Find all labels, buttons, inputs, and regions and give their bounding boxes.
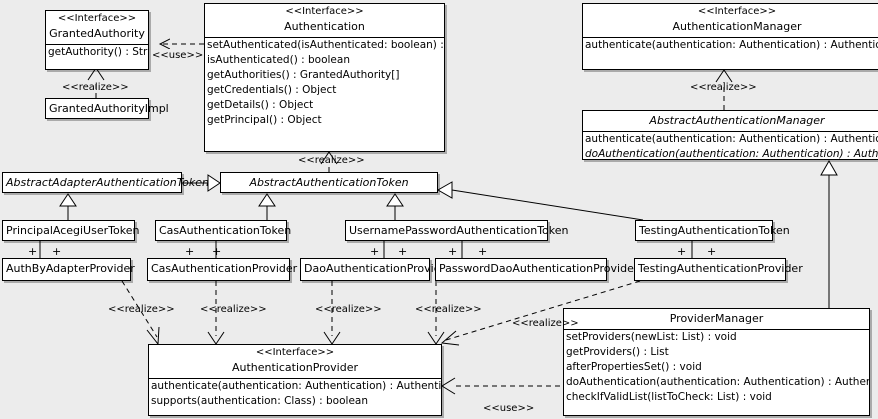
- association-plus-marker: +: [52, 245, 62, 258]
- edge-principalacegiusertoken-extends-adaptertoken: [59, 193, 77, 220]
- operation: isAuthenticated() : boolean: [207, 54, 350, 66]
- class-testing-authentication-token[interactable]: TestingAuthenticationToken: [635, 220, 790, 241]
- class-name: PrincipalAcegiUserToken: [6, 224, 140, 237]
- edge-label-realize-passworddao: <<realize>>: [415, 304, 482, 315]
- class-name: ProviderManager: [669, 312, 764, 325]
- association-plus-marker: +: [677, 245, 687, 258]
- operation: setProviders(newList: List) : void: [566, 331, 737, 343]
- operation: authenticate(authentication: Authenticat…: [585, 133, 878, 145]
- association-plus-marker: +: [478, 245, 488, 258]
- class-name: GrantedAuthorityImpl: [49, 102, 169, 115]
- class-cas-authentication-token[interactable]: CasAuthenticationToken: [155, 220, 292, 241]
- operation: afterPropertiesSet() : void: [566, 361, 702, 373]
- class-name: CasAuthenticationProvider: [151, 262, 298, 275]
- association-plus-marker: +: [370, 245, 380, 258]
- class-auth-by-adapter-provider[interactable]: AuthByAdapterProvider: [2, 258, 135, 281]
- class-principal-acegi-user-token[interactable]: PrincipalAcegiUserToken: [2, 220, 140, 241]
- stereotype-label: <<Interface>>: [57, 13, 137, 24]
- operations-compartment: authenticate(authentication: Authenticat…: [583, 37, 878, 53]
- edge-label-realize-testing: <<realize>>: [512, 318, 579, 329]
- operation: authenticate(authentication: Authenticat…: [585, 39, 878, 51]
- class-cas-authentication-provider[interactable]: CasAuthenticationProvider: [147, 258, 298, 281]
- edge-label-realize-grantedauthorityimpl: <<realize>>: [62, 82, 129, 93]
- class-name: AbstractAdapterAuthenticationToken: [6, 176, 209, 189]
- class-header: ProviderManager: [564, 309, 869, 329]
- class-testing-authentication-provider[interactable]: TestingAuthenticationProvider: [634, 258, 803, 281]
- class-granted-authority[interactable]: <<Interface>> GrantedAuthority getAuthor…: [45, 10, 149, 70]
- edge-label-realize-abstractauthenticationtoken: <<realize>>: [298, 155, 365, 166]
- association-plus-marker: +: [707, 245, 717, 258]
- operations-compartment: setAuthenticated(isAuthenticated: boolea…: [205, 37, 444, 128]
- class-header: <<Interface>> AuthenticationProvider: [149, 345, 441, 378]
- class-name: AbstractAuthenticationToken: [249, 176, 409, 189]
- operation: setAuthenticated(isAuthenticated: boolea…: [207, 39, 444, 51]
- operations-compartment: authenticate(authentication: Authenticat…: [583, 131, 878, 162]
- operation: getProviders() : List: [566, 346, 669, 358]
- operation: checkIfValidList(listToCheck: List) : vo…: [566, 391, 772, 403]
- association-plus-marker: +: [185, 245, 195, 258]
- association-plus-marker: +: [448, 245, 458, 258]
- operations-compartment: authenticate(authentication: Authenticat…: [149, 378, 441, 409]
- class-abstract-authentication-manager[interactable]: AbstractAuthenticationManager authentica…: [582, 110, 878, 160]
- operations-compartment: setProviders(newList: List) : void getPr…: [564, 329, 869, 405]
- class-name: CasAuthenticationToken: [159, 224, 292, 237]
- class-name: TestingAuthenticationToken: [639, 224, 790, 237]
- class-name: Authentication: [284, 20, 365, 33]
- class-provider-manager[interactable]: ProviderManager setProviders(newList: Li…: [563, 308, 870, 416]
- class-name: TestingAuthenticationProvider: [638, 262, 803, 275]
- class-abstract-authentication-token[interactable]: AbstractAuthenticationToken: [220, 172, 438, 193]
- class-authentication[interactable]: <<Interface>> Authentication setAuthenti…: [204, 3, 445, 152]
- class-name: UsernamePasswordAuthenticationToken: [349, 224, 569, 237]
- class-header: <<Interface>> AuthenticationManager: [583, 4, 878, 37]
- class-password-dao-authentication-provider[interactable]: PasswordDaoAuthenticationProvider: [435, 258, 639, 281]
- operations-compartment: getAuthority() : String: [46, 44, 148, 60]
- operation: getAuthorities() : GrantedAuthority[]: [207, 69, 400, 81]
- class-granted-authority-impl[interactable]: GrantedAuthorityImpl: [45, 98, 169, 119]
- association-plus-marker: +: [212, 245, 222, 258]
- class-authentication-manager[interactable]: <<Interface>> AuthenticationManager auth…: [582, 3, 878, 70]
- stereotype-label: <<Interface>>: [255, 347, 335, 358]
- edge-label-realize-authbyadapter: <<realize>>: [108, 304, 175, 315]
- class-name: GrantedAuthority: [49, 27, 145, 40]
- class-username-password-authentication-token[interactable]: UsernamePasswordAuthenticationToken: [345, 220, 569, 241]
- edge-label-use-authentication-grantedauthority: <<use>>: [152, 50, 204, 61]
- class-name: AuthByAdapterProvider: [6, 262, 135, 275]
- edge-casauthenticationtoken-extends-abstracttoken: [258, 193, 276, 220]
- class-name: PasswordDaoAuthenticationProvider: [439, 262, 639, 275]
- operation: doAuthentication(authentication: Authent…: [585, 148, 878, 160]
- edge-usernamepasswordtoken-extends-abstracttoken: [386, 193, 404, 220]
- edge-label-realize-dao: <<realize>>: [315, 304, 382, 315]
- edge-testingtoken-extends-abstracttoken: [436, 181, 644, 221]
- operation: doAuthentication(authentication: Authent…: [566, 376, 869, 388]
- class-name: AuthenticationManager: [672, 20, 802, 33]
- class-header: AbstractAuthenticationManager: [583, 111, 878, 131]
- operation: supports(authentication: Class) : boolea…: [151, 395, 368, 407]
- edge-providermanager-uses-authenticationprovider: [441, 377, 560, 395]
- class-header: <<Interface>> GrantedAuthority: [46, 11, 148, 44]
- association-plus-marker: +: [398, 245, 408, 258]
- edge-label-realize-cas: <<realize>>: [200, 304, 267, 315]
- edge-label-realize-abstractauthmanager: <<realize>>: [690, 82, 757, 93]
- operation: authenticate(authentication: Authenticat…: [151, 380, 441, 392]
- class-name: AuthenticationProvider: [231, 361, 359, 374]
- stereotype-label: <<Interface>>: [697, 6, 777, 17]
- class-name: AbstractAuthenticationManager: [649, 114, 825, 127]
- class-abstract-adapter-authentication-token[interactable]: AbstractAdapterAuthenticationToken: [2, 172, 209, 193]
- edge-providermanager-extends-abstractauthmanager: [820, 159, 838, 308]
- stereotype-label: <<Interface>>: [285, 6, 364, 17]
- operation: getDetails() : Object: [207, 99, 314, 111]
- edge-label-use-providermanager: <<use>>: [483, 403, 535, 414]
- association-plus-marker: +: [28, 245, 38, 258]
- class-name: DaoAuthenticationProvider: [304, 262, 452, 275]
- operation: getPrincipal() : Object: [207, 114, 322, 126]
- class-authentication-provider[interactable]: <<Interface>> AuthenticationProvider aut…: [148, 344, 442, 416]
- operation: getAuthority() : String: [48, 46, 148, 58]
- class-header: <<Interface>> Authentication: [205, 4, 444, 37]
- operation: getCredentials() : Object: [207, 84, 337, 96]
- class-dao-authentication-provider[interactable]: DaoAuthenticationProvider: [300, 258, 452, 281]
